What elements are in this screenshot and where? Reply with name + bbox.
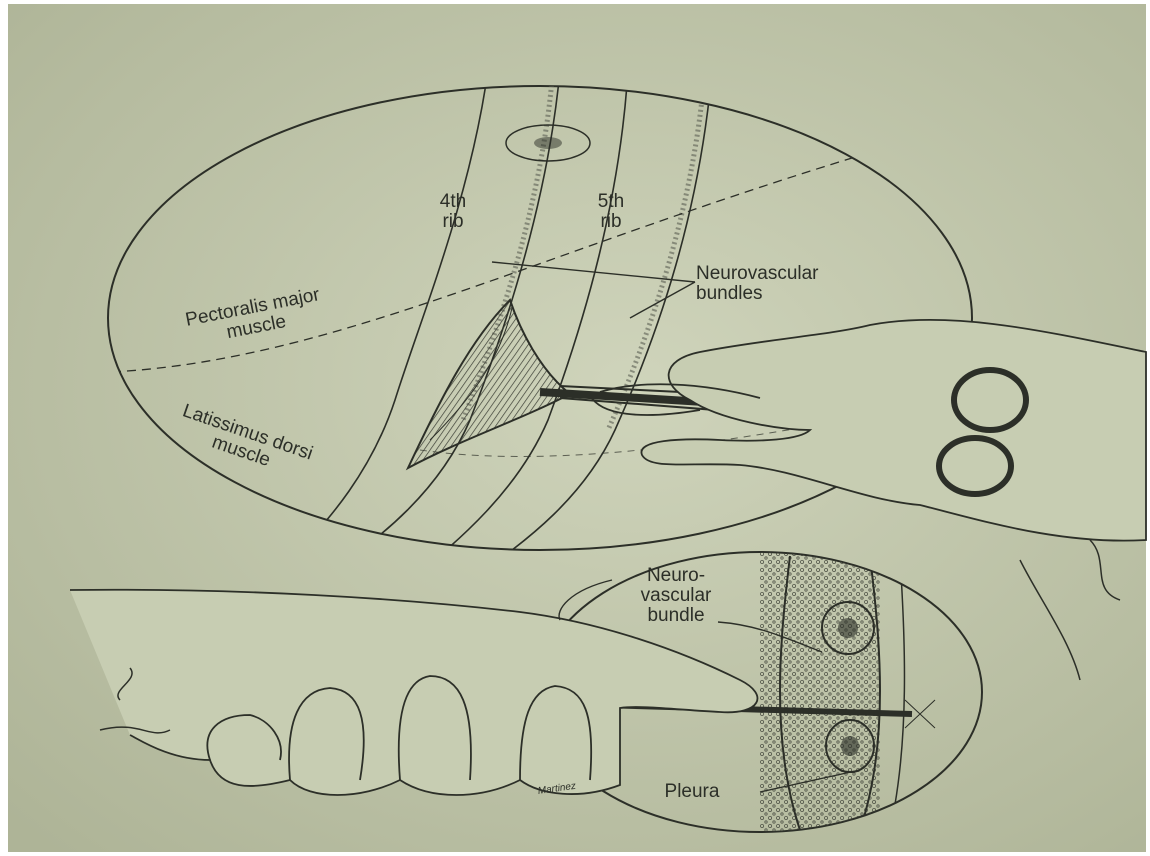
label-pleura: Pleura [632, 782, 752, 802]
label-4th-rib: 4th rib [428, 192, 478, 232]
label-5th-rib: 5th rib [586, 192, 636, 232]
label-neurovascular-bundles: Neurovascular bundles [696, 264, 846, 304]
label-neurovascular-bundle: Neuro- vascular bundle [606, 566, 746, 626]
